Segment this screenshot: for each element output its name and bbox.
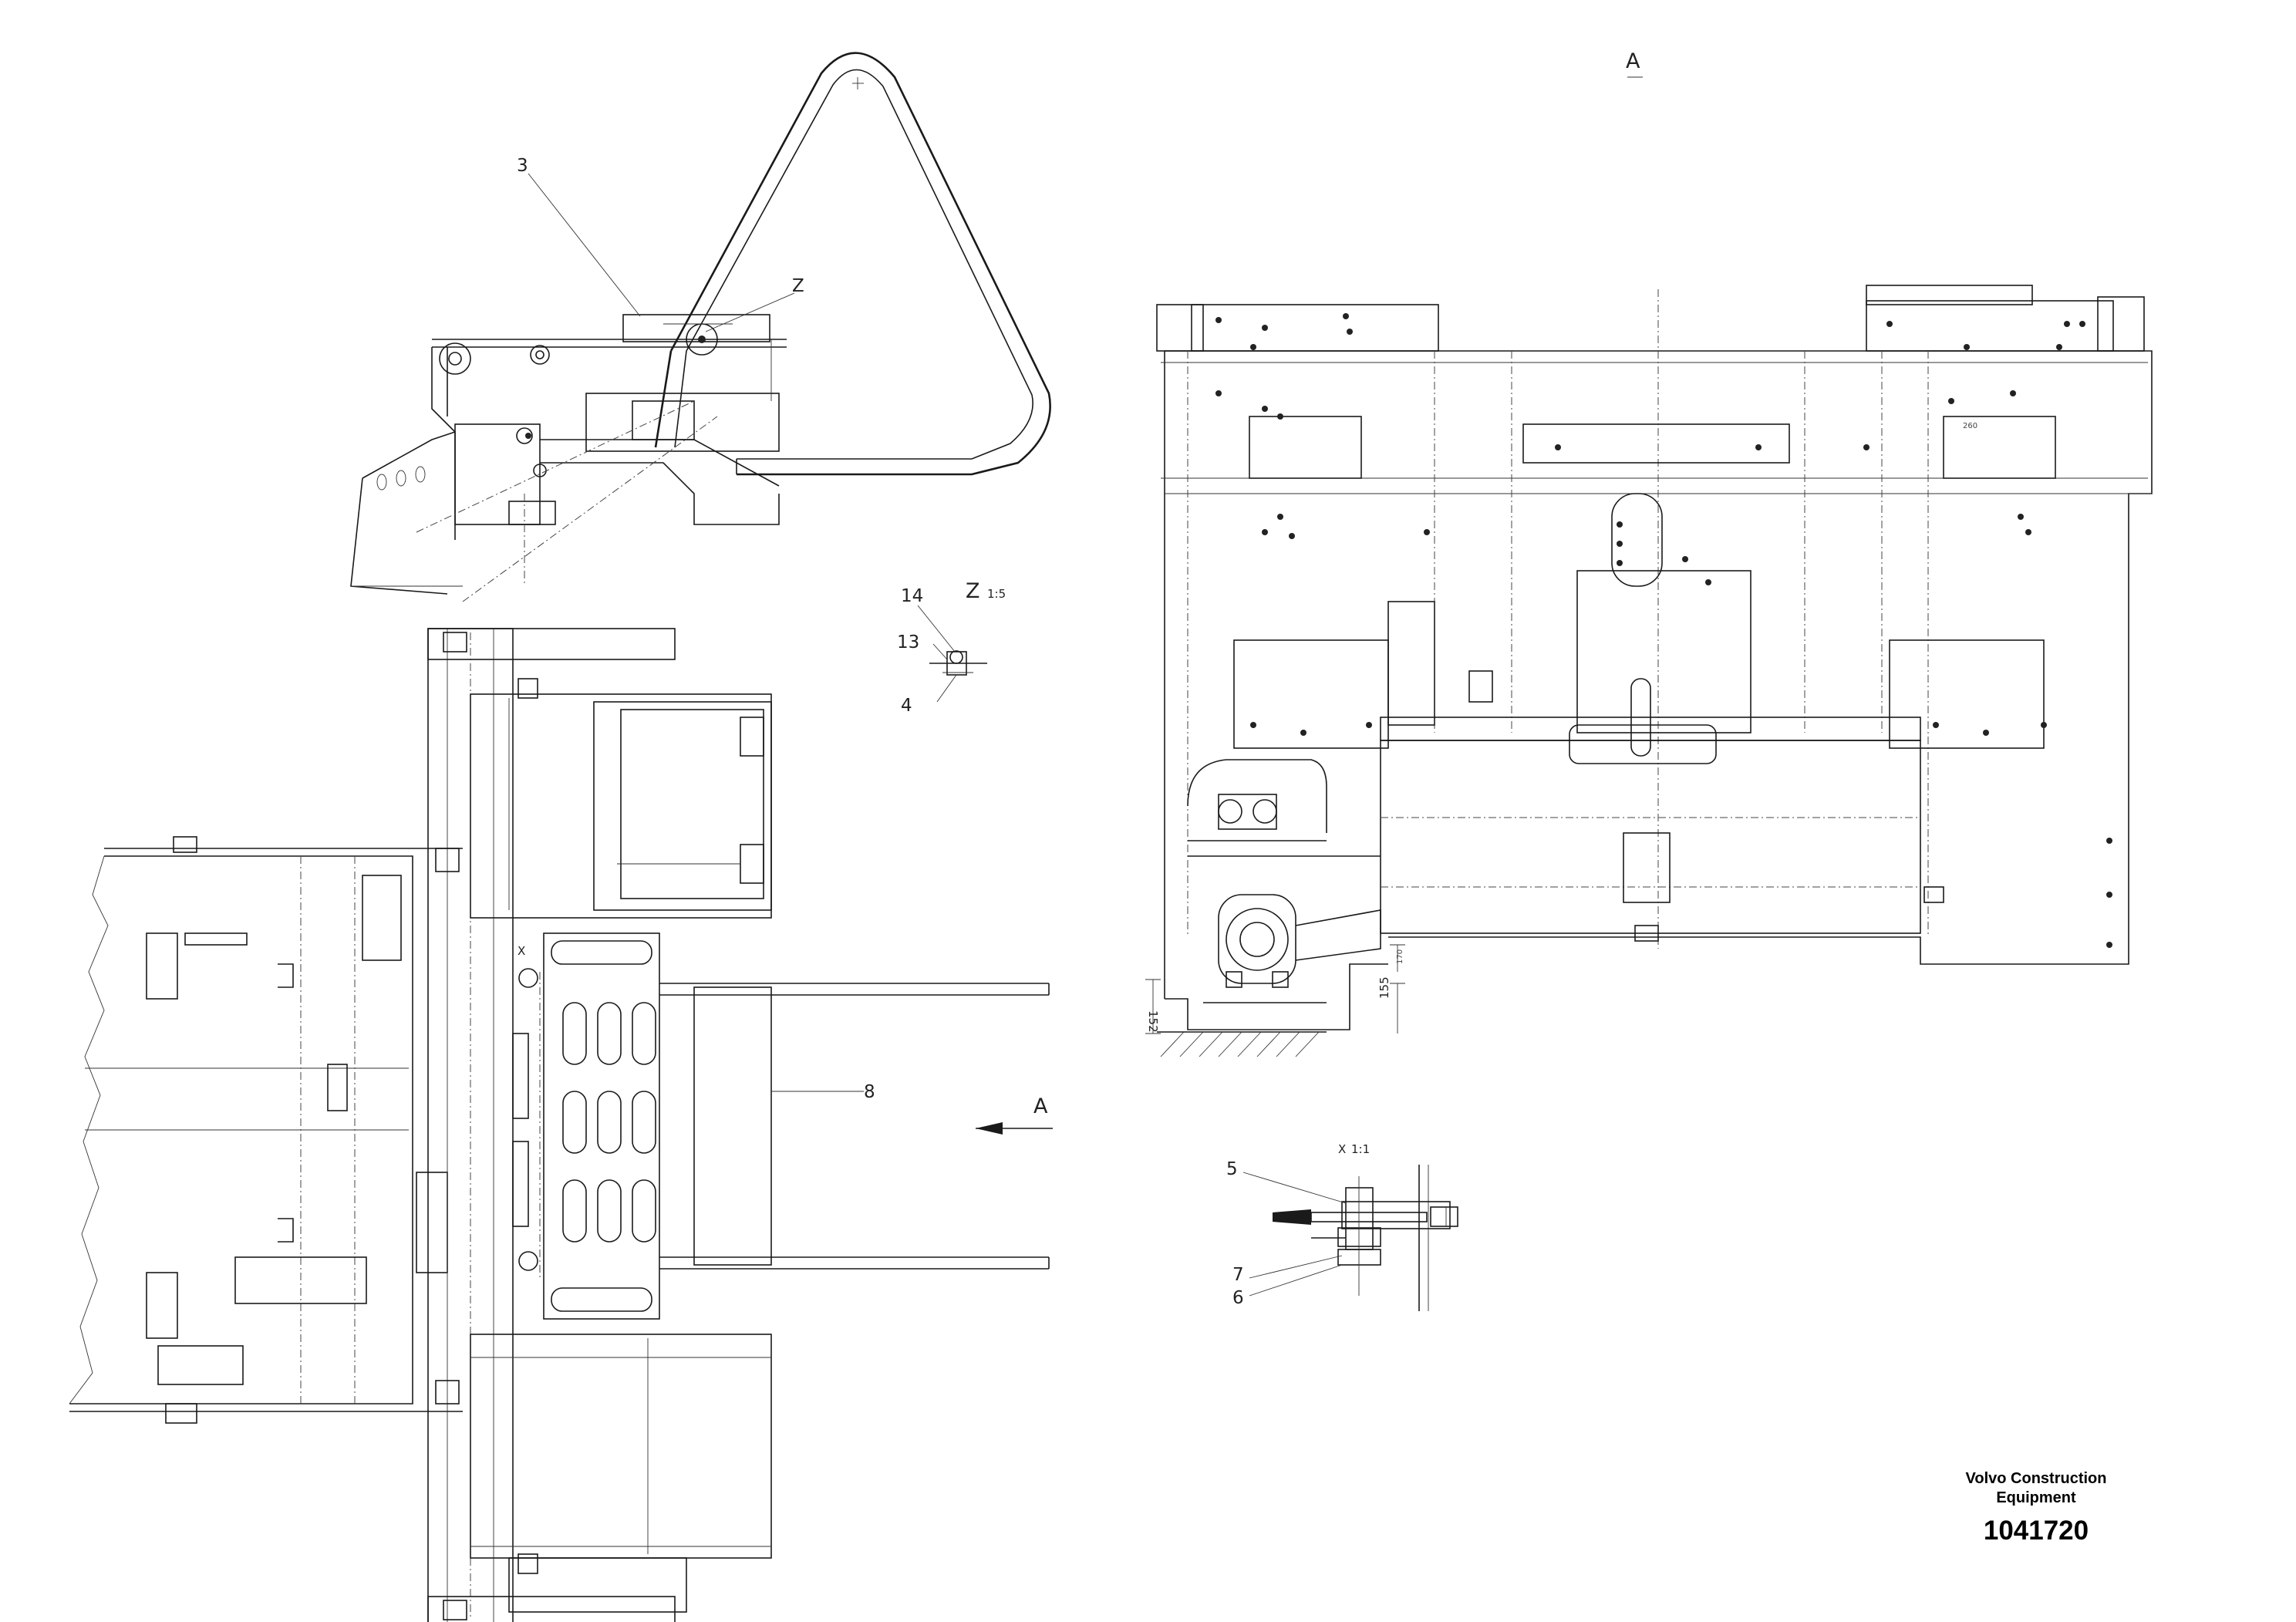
detail-z [917,605,987,703]
dimension-260: 260 [1963,422,1977,430]
detail-x-scale: 1:1 [1351,1142,1370,1156]
brand-name-line2: Equipment [1996,1489,2076,1506]
side-view-handrail [350,52,1051,602]
view-a-arrow-label: A [1033,1094,1048,1118]
callout-7: 7 [1232,1265,1244,1285]
view-a [1145,76,2153,1057]
detail-x [1242,1165,1458,1311]
detail-x-label: X [1338,1142,1346,1156]
callout-6: 6 [1232,1288,1244,1308]
callout-3: 3 [517,156,528,176]
plan-view [69,628,1053,1622]
view-a-label: A [1626,49,1640,73]
brand-name-line1: Volvo Construction [1965,1470,2107,1487]
callout-13: 13 [897,632,919,653]
detail-z-label: Z [966,579,980,603]
callout-z: Z [792,276,804,296]
callout-14: 14 [901,586,923,606]
callout-5: 5 [1226,1159,1238,1179]
callout-4: 4 [901,696,912,716]
detail-z-scale: 1:5 [987,587,1006,601]
dimension-170: 170 [1396,949,1404,964]
part-number: 1041720 [1983,1516,2089,1546]
dimension-155: 155 [1377,976,1391,999]
dimension-152: 152 [1146,1010,1160,1033]
callout-x: X [518,944,525,958]
title-block: Volvo Construction Equipment 1041720 [1897,1469,2175,1546]
callout-8: 8 [864,1082,875,1102]
